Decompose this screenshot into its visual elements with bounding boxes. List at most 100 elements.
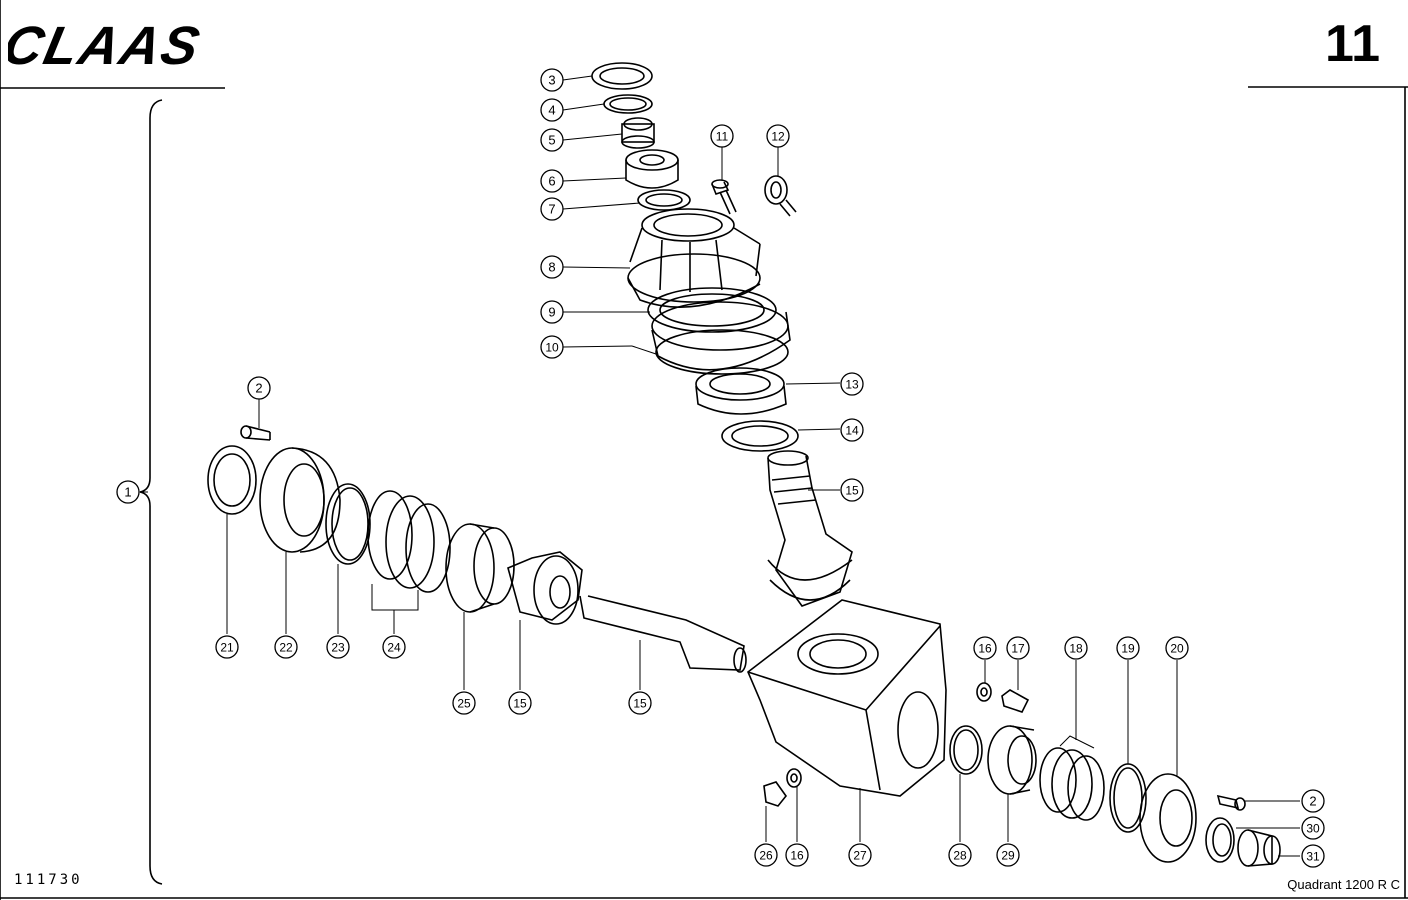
callout-circle (628, 691, 652, 715)
callout-circle (840, 478, 864, 502)
callout-circle (540, 255, 564, 279)
callout-circle (848, 843, 872, 867)
part-29-bearing (987, 725, 1037, 795)
part-7-shim (637, 189, 691, 211)
callout-circle (540, 335, 564, 359)
part-5-nut (621, 117, 655, 149)
callout-2: 2 (1301, 789, 1325, 813)
callout-25: 25 (452, 691, 476, 715)
callout-2: 2 (247, 376, 271, 400)
part-17-plug (1001, 689, 1030, 713)
callout-12: 12 (766, 124, 790, 148)
callout-circle (382, 635, 406, 659)
callout-label: 26 (759, 849, 773, 863)
callout-circle (1006, 636, 1030, 660)
callout-18: 18 (1064, 636, 1088, 660)
callout-5: 5 (540, 128, 564, 152)
part-28-ring (949, 725, 983, 775)
callout-label: 12 (771, 130, 785, 144)
callout-circle (1165, 636, 1189, 660)
part-16-washer-bottom (786, 768, 802, 788)
callout-14: 14 (840, 418, 864, 442)
part-26-plug (763, 781, 788, 807)
part-6-bearing (625, 149, 679, 189)
callout-26: 26 (754, 843, 778, 867)
callout-circle (1301, 816, 1325, 840)
callout-label: 30 (1306, 822, 1320, 836)
callout-label: 17 (1011, 642, 1025, 656)
leader-lines (141, 75, 1300, 857)
callout-16: 16 (973, 636, 997, 660)
callout-circle (540, 197, 564, 221)
part-2-bolt-right (1216, 794, 1246, 811)
callout-label: 16 (978, 642, 992, 656)
callout-label: 20 (1170, 642, 1184, 656)
part-13-bearing (695, 367, 787, 415)
callout-6: 6 (540, 169, 564, 193)
callout-label: 31 (1306, 850, 1320, 864)
callout-circle (754, 843, 778, 867)
callout-20: 20 (1165, 636, 1189, 660)
callout-label: 25 (457, 697, 471, 711)
part-15-pinion-shaft (767, 450, 853, 607)
part-20-cover (1139, 773, 1197, 863)
callout-30: 30 (1301, 816, 1325, 840)
callout-circle (215, 635, 239, 659)
callout-16: 16 (785, 843, 809, 867)
callout-15: 15 (508, 691, 532, 715)
callout-circle (1116, 636, 1140, 660)
callout-circle (452, 691, 476, 715)
part-12-eye-bolt (764, 175, 797, 217)
callout-circle (247, 376, 271, 400)
callout-label: 6 (548, 174, 555, 189)
callout-1: 1 (116, 480, 140, 504)
part-27-gearbox-housing (747, 599, 947, 797)
callout-circle (540, 300, 564, 324)
callout-8: 8 (540, 255, 564, 279)
callout-label: 23 (331, 641, 345, 655)
callout-label: 29 (1001, 849, 1015, 863)
callout-label: 8 (548, 260, 555, 275)
callout-label: 22 (279, 641, 293, 655)
callout-label: 5 (548, 133, 555, 148)
callout-label: 19 (1121, 642, 1135, 656)
callout-circle (326, 635, 350, 659)
drawing-number: 111730 (14, 872, 83, 888)
brand-wordmark: CLAAS (8, 18, 206, 70)
part-15-bevel-gear (507, 551, 583, 625)
part-16-washer-right (976, 682, 992, 702)
callout-label: 21 (220, 641, 234, 655)
callout-label: 14 (845, 424, 859, 438)
callout-label: 11 (716, 130, 729, 144)
part-21-seal (207, 445, 257, 515)
callout-circle (274, 635, 298, 659)
callout-19: 19 (1116, 636, 1140, 660)
page-number: 11 (1325, 15, 1380, 73)
callout-circle (1301, 844, 1325, 868)
callout-label: 2 (1309, 794, 1316, 809)
part-15-shaft (579, 595, 747, 673)
part-31-sleeve (1237, 829, 1281, 867)
callout-circle (1301, 789, 1325, 813)
callout-21: 21 (215, 635, 239, 659)
part-9-ring (647, 287, 777, 333)
callout-label: 15 (633, 697, 647, 711)
callout-label: 4 (548, 103, 555, 118)
callout-17: 17 (1006, 636, 1030, 660)
part-3-ring (591, 62, 653, 90)
callout-label: 15 (845, 484, 859, 498)
model-name: Quadrant 1200 R C (1287, 877, 1400, 892)
callout-circle (1064, 636, 1088, 660)
callout-circle (996, 843, 1020, 867)
callout-10: 10 (540, 335, 564, 359)
callout-circle (948, 843, 972, 867)
callout-circle (710, 124, 734, 148)
callout-circle (540, 128, 564, 152)
callout-3: 3 (540, 68, 564, 92)
callout-label: 9 (548, 305, 555, 320)
part-30-seal (1205, 817, 1235, 863)
callout-9: 9 (540, 300, 564, 324)
callout-29: 29 (996, 843, 1020, 867)
part-11-bolt (711, 179, 737, 215)
